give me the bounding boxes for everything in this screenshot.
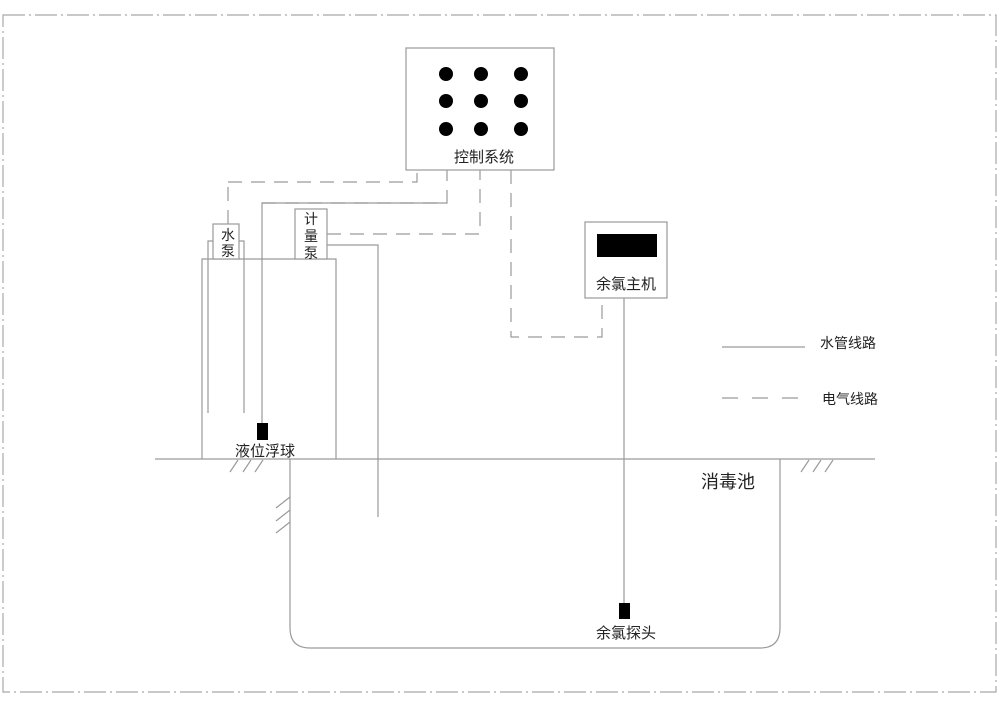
- indicator-light: [439, 122, 453, 136]
- control-system-label: 控制系统: [454, 148, 514, 166]
- indicator-light: [514, 94, 528, 108]
- metering-pump-pipe: [327, 244, 379, 517]
- drawing-frame: [2, 14, 997, 693]
- chlorine-host-label: 余氯主机: [596, 275, 656, 293]
- wall-hatch: [275, 496, 291, 534]
- indicator-light: [474, 122, 488, 136]
- indicator-light: [439, 67, 453, 81]
- water-pump-label-1: 水: [221, 228, 235, 244]
- chemical-tank: [201, 258, 337, 459]
- float-switch: [257, 423, 268, 440]
- float-switch-label: 液位浮球: [235, 442, 295, 460]
- chlorine-host-display: [597, 234, 657, 257]
- control-wire-pump: [228, 170, 418, 183]
- indicator-light: [474, 94, 488, 108]
- ground-hatch-right: [800, 459, 834, 473]
- metering-pump-label-1: 计: [304, 212, 318, 228]
- float-switch-cable-pipe: [261, 202, 447, 430]
- water-pump-pipe: [207, 240, 245, 413]
- indicator-lights: [439, 67, 528, 136]
- legend-water-pipe-label: 水管线路: [820, 336, 876, 352]
- indicator-light: [514, 67, 528, 81]
- indicator-light: [439, 94, 453, 108]
- disinfection-tank: [289, 459, 781, 649]
- disinfection-tank-label: 消毒池: [701, 472, 755, 493]
- float-switch-wire: [262, 170, 448, 204]
- chlorine-probe-label: 余氯探头: [596, 624, 656, 642]
- ground-hatch-left: [229, 459, 264, 473]
- metering-pump-label-2: 量: [304, 229, 318, 245]
- chlorine-probe: [619, 603, 630, 619]
- control-wire-host: [510, 170, 603, 338]
- indicator-light: [514, 122, 528, 136]
- water-pump: [212, 223, 240, 260]
- indicator-light: [474, 67, 488, 81]
- metering-pump-wire: [327, 170, 481, 235]
- metering-pump-label-3: 泵: [304, 246, 318, 262]
- water-pump-label-2: 泵: [221, 244, 235, 260]
- legend-electric-line-label: 电气线路: [822, 392, 878, 408]
